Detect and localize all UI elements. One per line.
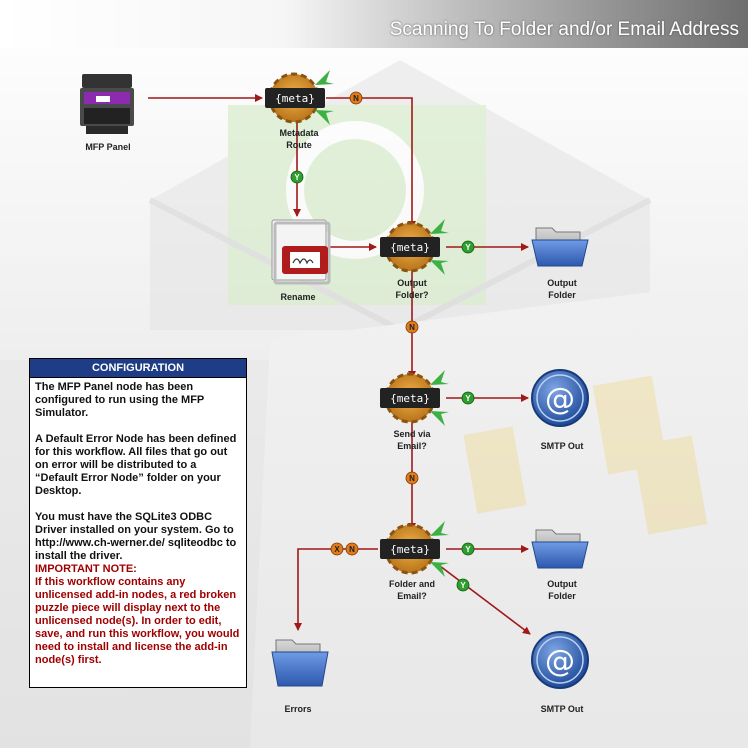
folder-and-email-label: Folder and Email? — [357, 578, 467, 602]
configuration-panel: CONFIGURATION The MFP Panel node has bee… — [29, 358, 247, 688]
output-folder-question-label: Output Folder? — [357, 277, 467, 301]
badge-no: N — [349, 91, 363, 105]
title-bar: Scanning To Folder and/or Email Address — [0, 0, 748, 48]
badge-error: X — [330, 542, 344, 556]
send-via-email-label: Send via Email? — [357, 428, 467, 452]
badge-yes: Y — [461, 391, 475, 405]
connector-both-yes-smtp — [439, 565, 531, 635]
mfp-panel-node[interactable] — [80, 74, 134, 134]
meta-label: {meta} — [390, 241, 430, 254]
label-line: Folder and — [388, 579, 435, 589]
rename-node[interactable] — [271, 219, 331, 285]
label-line: Folder — [548, 591, 576, 601]
output-folder-node[interactable] — [531, 529, 589, 569]
config-paragraph: A Default Error Node has been defined fo… — [35, 433, 237, 497]
meta-label: {meta} — [275, 92, 315, 105]
label-line: Route — [286, 140, 312, 150]
label-line: Send via — [393, 429, 431, 439]
config-paragraph: The MFP Panel node has been configured t… — [35, 381, 205, 419]
smtp-out-node[interactable]: @ — [531, 369, 589, 427]
badge-yes: Y — [456, 578, 470, 592]
output-folder-question-node[interactable]: {meta} — [380, 219, 449, 275]
badge-no: N — [405, 320, 419, 334]
badge-no: N — [345, 542, 359, 556]
meta-label: {meta} — [390, 543, 430, 556]
page-title: Scanning To Folder and/or Email Address — [389, 19, 739, 40]
badge-yes-letter: Y — [294, 173, 300, 182]
smtp-out-label: SMTP Out — [540, 441, 584, 451]
metadata-route-label: Metadata Route — [244, 127, 354, 151]
svg-text:@: @ — [545, 382, 575, 417]
send-via-email-node[interactable]: {meta} — [380, 370, 449, 426]
folder-and-email-node[interactable]: {meta} — [380, 521, 449, 577]
label-line: Folder — [548, 290, 576, 300]
badge-yes: Y — [461, 542, 475, 556]
badge-no: N — [405, 471, 419, 485]
label-line: Output — [397, 278, 427, 288]
label-line: Folder? — [395, 290, 429, 300]
badge-yes: Y — [461, 240, 475, 254]
errors-label: Errors — [284, 704, 312, 714]
badge-yes-letter: Y — [465, 545, 471, 554]
important-note-text: If this workflow contains any unlicensed… — [35, 576, 240, 666]
rename-label: Rename — [280, 292, 316, 302]
config-paragraph: You must have the SQLite3 ODBC Driver in… — [35, 511, 237, 562]
errors-folder-node[interactable] — [271, 639, 329, 687]
svg-text:@: @ — [545, 644, 575, 679]
connector-badges: N Y Y N Y N Y Y X N — [290, 91, 475, 592]
badge-yes-letter: Y — [465, 394, 471, 403]
smtp-out-node[interactable]: @ — [531, 631, 589, 689]
label-line: Email? — [397, 591, 427, 601]
important-note-label: IMPORTANT NOTE: — [35, 563, 137, 575]
label-line: Email? — [397, 441, 427, 451]
output-folder-node[interactable] — [531, 227, 589, 267]
badge-no-letter: N — [409, 323, 415, 332]
badge-yes: Y — [290, 170, 304, 184]
badge-no-letter: N — [349, 545, 355, 554]
output-folder-label: Output Folder — [507, 277, 617, 301]
label-line: Output — [547, 579, 577, 589]
badge-error-letter: X — [334, 545, 340, 554]
configuration-body: The MFP Panel node has been configured t… — [30, 378, 246, 670]
metadata-route-node[interactable]: {meta} — [265, 70, 334, 125]
label-line: Output — [547, 278, 577, 288]
badge-yes-letter: Y — [460, 581, 466, 590]
badge-no-letter: N — [353, 94, 359, 103]
output-folder-label: Output Folder — [507, 578, 617, 602]
meta-label: {meta} — [390, 392, 430, 405]
label-line: Metadata — [279, 128, 319, 138]
badge-yes-letter: Y — [465, 243, 471, 252]
smtp-out-label: SMTP Out — [540, 704, 584, 714]
badge-no-letter: N — [409, 474, 415, 483]
mfp-panel-label: MFP Panel — [85, 142, 131, 152]
configuration-heading: CONFIGURATION — [30, 359, 246, 378]
